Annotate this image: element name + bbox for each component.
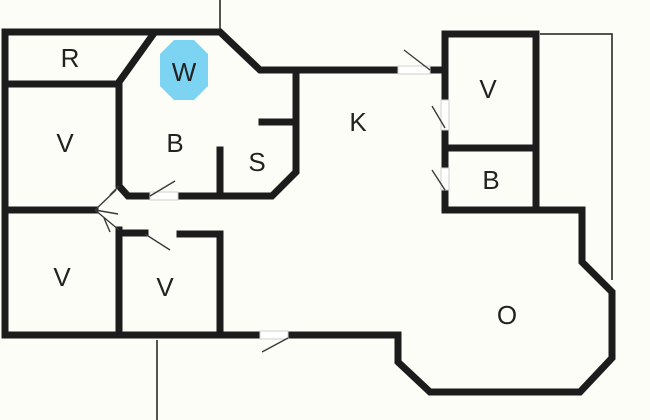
- w-marker-shape: [160, 40, 208, 100]
- room-label-k: K: [349, 107, 367, 137]
- door-hall-cluster: [94, 185, 120, 233]
- room-label-b-right: B: [482, 165, 499, 195]
- room-label-v-left-lower: V: [53, 262, 71, 292]
- exterior-walls: [1, 28, 616, 396]
- door-bottom: [259, 330, 289, 340]
- room-label-v-right-upper: V: [479, 74, 497, 104]
- door-v-right: [440, 99, 450, 131]
- room-label-o: O: [497, 300, 517, 330]
- room-label-w: W: [172, 57, 197, 87]
- doors: [94, 49, 450, 353]
- room-label-v-left-upper: V: [56, 128, 74, 158]
- door-v-mid: [144, 233, 171, 251]
- interior-walls: [1, 30, 540, 339]
- room-label-b-upper: B: [166, 128, 183, 158]
- room-label-s: S: [248, 147, 265, 177]
- door-entry-top: [397, 65, 431, 75]
- room-label-v-mid-lower: V: [156, 272, 174, 302]
- site-line-right: [540, 33, 613, 280]
- room-label-r: R: [61, 43, 80, 73]
